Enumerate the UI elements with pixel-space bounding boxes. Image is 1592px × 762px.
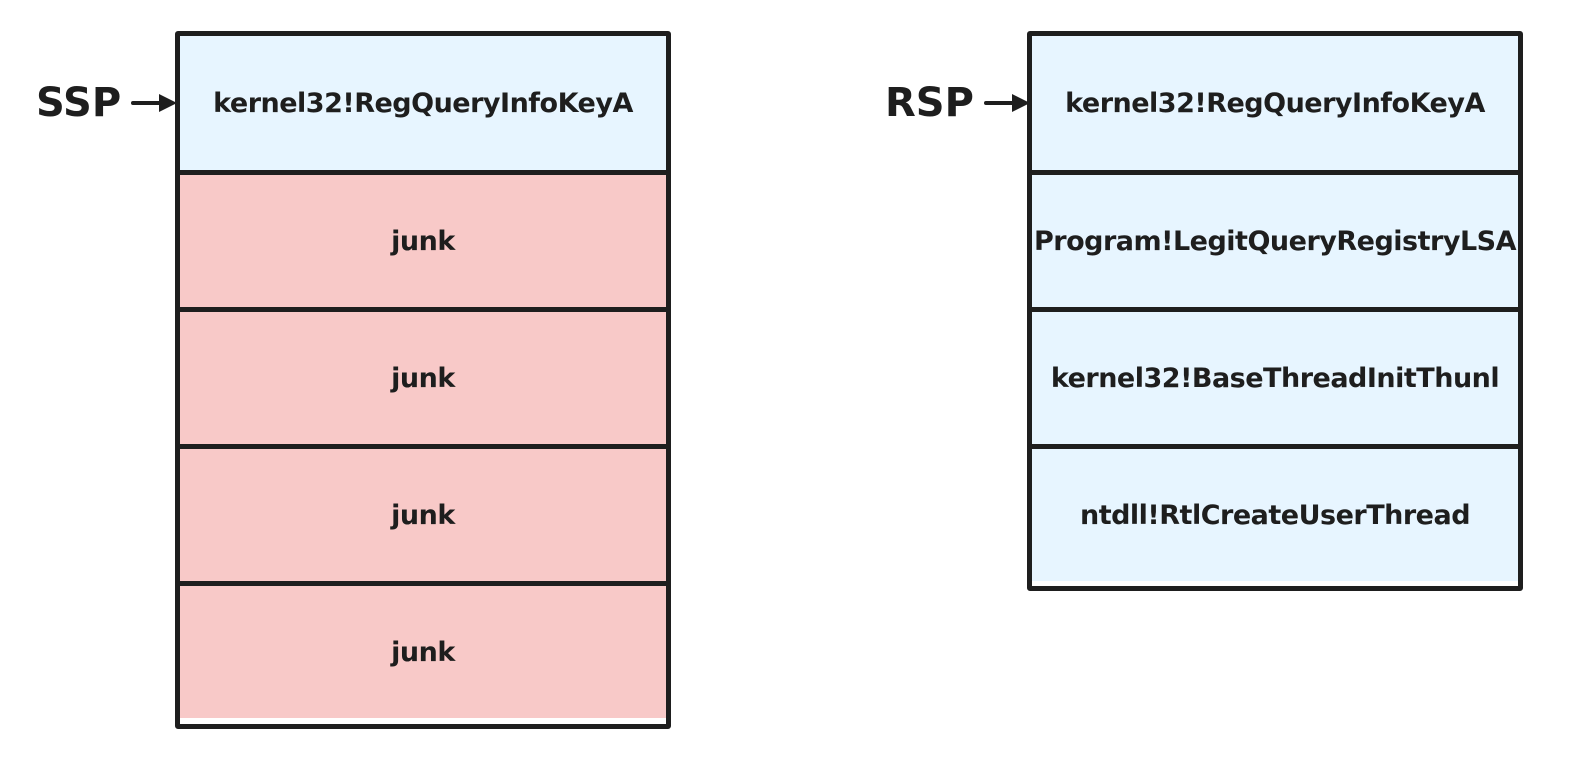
- rsp-label: RSP: [885, 80, 974, 126]
- junk-frame: junk: [180, 307, 666, 444]
- call-stack: kernel32!RegQueryInfoKeyA Program!LegitQ…: [1027, 31, 1523, 591]
- stack-frame: kernel32!RegQueryInfoKeyA: [1032, 36, 1518, 170]
- stack-frame: kernel32!BaseThreadInitThunl: [1032, 307, 1518, 444]
- ssp-pointer: SSP: [36, 68, 179, 138]
- junk-frame: junk: [180, 581, 666, 718]
- right-arrow-icon: [131, 94, 178, 112]
- right-arrow-icon: [983, 94, 1030, 112]
- stack-frame: ntdll!RtlCreateUserThread: [1032, 444, 1518, 581]
- rsp-pointer: RSP: [885, 68, 1032, 138]
- junk-frame: junk: [180, 444, 666, 581]
- junk-frame: junk: [180, 170, 666, 307]
- ssp-label: SSP: [36, 80, 122, 126]
- stack-frame: kernel32!RegQueryInfoKeyA: [180, 36, 666, 170]
- stack-frame: Program!LegitQueryRegistryLSA: [1032, 170, 1518, 307]
- shadow-stack: kernel32!RegQueryInfoKeyA junk junk junk…: [175, 31, 671, 729]
